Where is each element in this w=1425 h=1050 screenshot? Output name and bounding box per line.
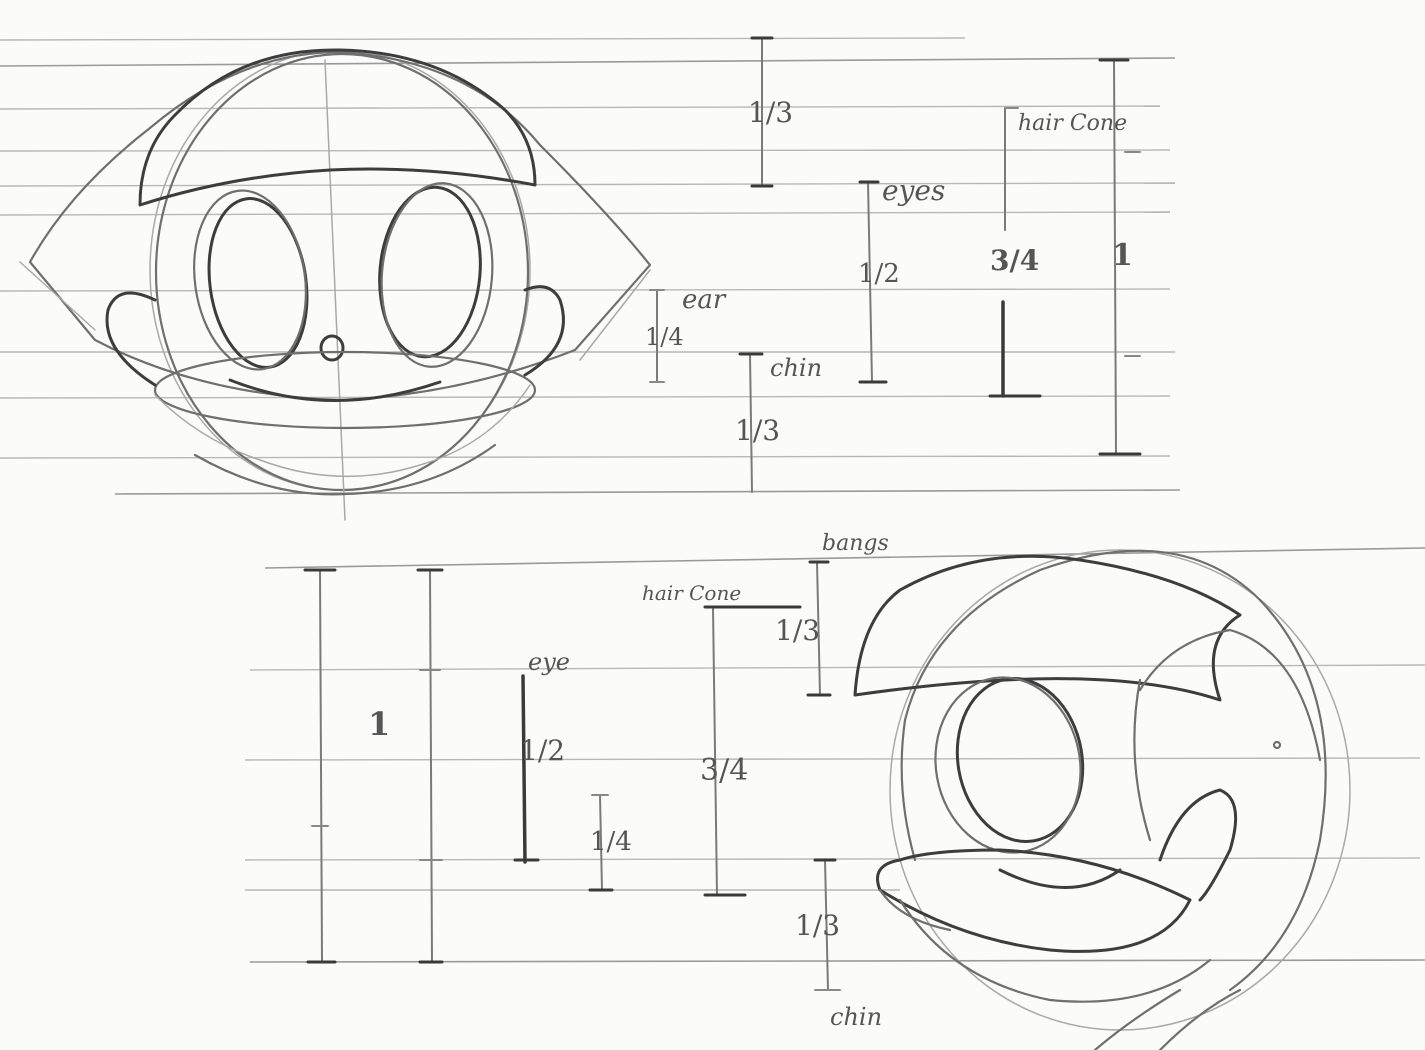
front-view-head [20, 50, 650, 520]
label-front-eyes: eyes [882, 174, 945, 207]
label-front-half: 1/2 [858, 259, 900, 289]
label-front-ear: ear [682, 285, 727, 315]
label-front-three-quarters: 3/4 [990, 244, 1039, 277]
side-view-measurements [305, 562, 840, 990]
side-view-labels: bangs hair Cone eye 1/3 1/2 3/4 1/4 1 1/… [368, 531, 889, 1031]
label-front-chin: chin [770, 354, 822, 382]
label-side-half: 1/2 [520, 734, 565, 767]
label-side-three-quarters: 3/4 [700, 753, 748, 788]
side-view-guidelines [245, 548, 1425, 962]
label-side-bottom-third: 1/3 [795, 909, 840, 942]
label-side-hair-cone: hair Cone [642, 581, 741, 605]
label-front-whole: 1 [1112, 238, 1133, 273]
label-front-bottom-third: 1/3 [735, 414, 780, 447]
label-front-hair-cone: hair Cone [1018, 111, 1127, 136]
label-side-eye: eye [528, 648, 570, 676]
side-view-head [855, 550, 1350, 1050]
label-side-top-third: 1/3 [775, 614, 820, 647]
label-front-quarter: 1/4 [645, 323, 684, 351]
label-side-chin: chin [830, 1003, 882, 1031]
front-view-labels: 1/3 hair Cone eyes ear chin 1/2 1/4 1/3 … [645, 96, 1133, 447]
label-side-quarter: 1/4 [590, 827, 632, 857]
label-side-whole: 1 [368, 705, 390, 743]
label-side-bangs: bangs [822, 531, 889, 556]
label-front-top-third: 1/3 [748, 96, 793, 129]
